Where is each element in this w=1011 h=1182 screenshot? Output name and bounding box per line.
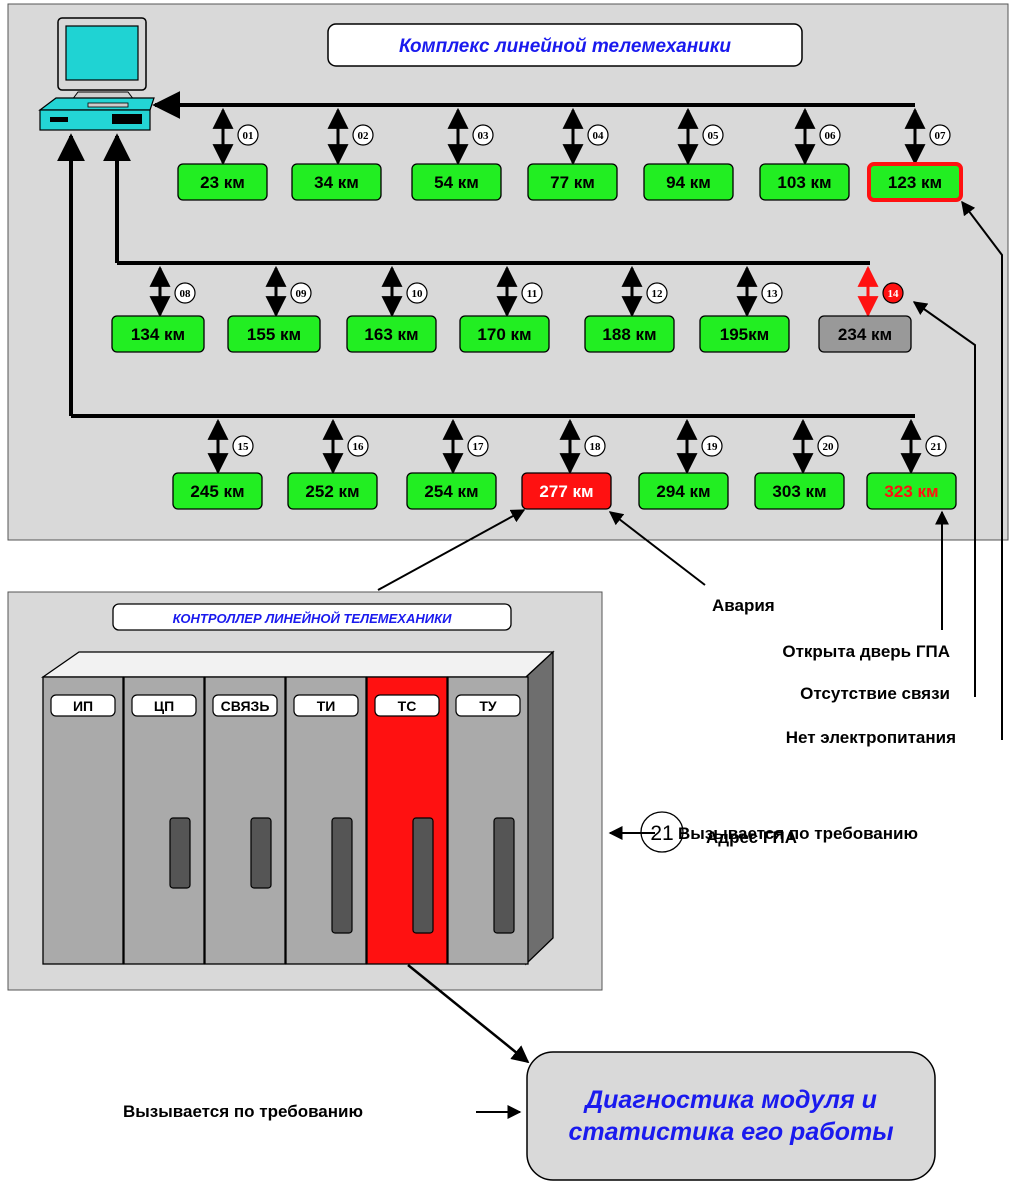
address-label: 17 bbox=[473, 441, 485, 453]
legend-alarm: Авария bbox=[712, 596, 775, 615]
address-label: 10 bbox=[412, 288, 424, 300]
diagnostics-box[interactable] bbox=[527, 1052, 935, 1180]
module-handle bbox=[413, 818, 433, 933]
km-label: 254 км bbox=[424, 482, 478, 501]
km-label: 134 км bbox=[131, 325, 185, 344]
address-label: 01 bbox=[243, 130, 254, 142]
module-handle bbox=[332, 818, 352, 933]
address-label: 16 bbox=[353, 441, 365, 453]
module-handle bbox=[251, 818, 271, 888]
module-panel[interactable] bbox=[367, 677, 447, 964]
km-label: 94 км bbox=[666, 173, 711, 192]
module-3[interactable]: СВЯЗЬ bbox=[205, 677, 285, 964]
km-label: 170 км bbox=[477, 325, 531, 344]
address-label: 11 bbox=[527, 288, 537, 300]
address-label: 09 bbox=[296, 288, 308, 300]
address-label: 04 bbox=[593, 130, 605, 142]
km-label: 323 км bbox=[884, 482, 938, 501]
module-2[interactable]: ЦП bbox=[124, 677, 204, 964]
module-handle bbox=[170, 818, 190, 888]
diagnostics-line-1: Диагностика модуля и bbox=[583, 1086, 877, 1114]
on-demand-label-2: Вызывается по требованию bbox=[123, 1102, 363, 1121]
km-label: 303 км bbox=[772, 482, 826, 501]
module-panel[interactable] bbox=[448, 677, 528, 964]
km-label: 277 км bbox=[539, 482, 593, 501]
module-handle bbox=[494, 818, 514, 933]
page-title: Комплекс линейной телемеханики bbox=[399, 36, 731, 57]
module-panel[interactable] bbox=[124, 677, 204, 964]
module-panel[interactable] bbox=[286, 677, 366, 964]
module-label: ТУ bbox=[479, 698, 497, 714]
rack-top bbox=[43, 652, 553, 677]
diagnostics-line-2: статистика его работы bbox=[568, 1118, 893, 1146]
km-label: 23 км bbox=[200, 173, 245, 192]
km-label: 155 км bbox=[247, 325, 301, 344]
on-demand-label-1: Вызывается по требованию bbox=[678, 824, 918, 843]
legend-no-link: Отсутствие связи bbox=[800, 684, 950, 703]
address-label: 08 bbox=[180, 288, 192, 300]
address-label: 15 bbox=[238, 441, 250, 453]
address-label: 02 bbox=[358, 130, 370, 142]
km-label: 34 км bbox=[314, 173, 359, 192]
address-label: 21 bbox=[931, 441, 942, 453]
km-label: 234 км bbox=[838, 325, 892, 344]
module-6[interactable]: ТУ bbox=[448, 677, 528, 964]
address-label: 20 bbox=[823, 441, 835, 453]
address-label: 12 bbox=[652, 288, 664, 300]
module-1[interactable]: ИП bbox=[43, 677, 123, 964]
address-label: 13 bbox=[767, 288, 779, 300]
legend-no-power: Нет электропитания bbox=[786, 728, 956, 747]
module-panel[interactable] bbox=[205, 677, 285, 964]
module-5[interactable]: ТС bbox=[367, 677, 447, 964]
km-label: 163 км bbox=[364, 325, 418, 344]
address-label: 05 bbox=[708, 130, 720, 142]
km-label: 294 км bbox=[656, 482, 710, 501]
km-label: 252 км bbox=[305, 482, 359, 501]
km-label: 77 км bbox=[550, 173, 595, 192]
controller-title: КОНТРОЛЛЕР ЛИНЕЙНОЙ ТЕЛЕМЕХАНИКИ bbox=[173, 610, 453, 626]
module-label: ТС bbox=[398, 698, 417, 714]
module-label: ИП bbox=[73, 698, 93, 714]
km-label: 54 км bbox=[434, 173, 479, 192]
km-label: 123 км bbox=[888, 173, 942, 192]
rack-side bbox=[526, 652, 553, 964]
address-label: 07 bbox=[935, 130, 947, 142]
module-4[interactable]: ТИ bbox=[286, 677, 366, 964]
km-label: 195км bbox=[720, 325, 769, 344]
address-label: 14 bbox=[888, 288, 900, 300]
legend-door-open: Открыта дверь ГПА bbox=[782, 642, 950, 661]
module-label: ЦП bbox=[154, 698, 174, 714]
address-label: 06 bbox=[825, 130, 837, 142]
address-label: 18 bbox=[590, 441, 602, 453]
address-label: 19 bbox=[707, 441, 719, 453]
km-label: 103 км bbox=[777, 173, 831, 192]
module-panel[interactable] bbox=[43, 677, 123, 964]
module-label: СВЯЗЬ bbox=[221, 698, 270, 714]
km-label: 188 км bbox=[602, 325, 656, 344]
module-label: ТИ bbox=[317, 698, 336, 714]
controller-modules: ИП ЦП СВЯЗЬ ТИ ТС ТУ bbox=[43, 677, 528, 964]
address-label: 03 bbox=[478, 130, 490, 142]
km-label: 245 км bbox=[190, 482, 244, 501]
